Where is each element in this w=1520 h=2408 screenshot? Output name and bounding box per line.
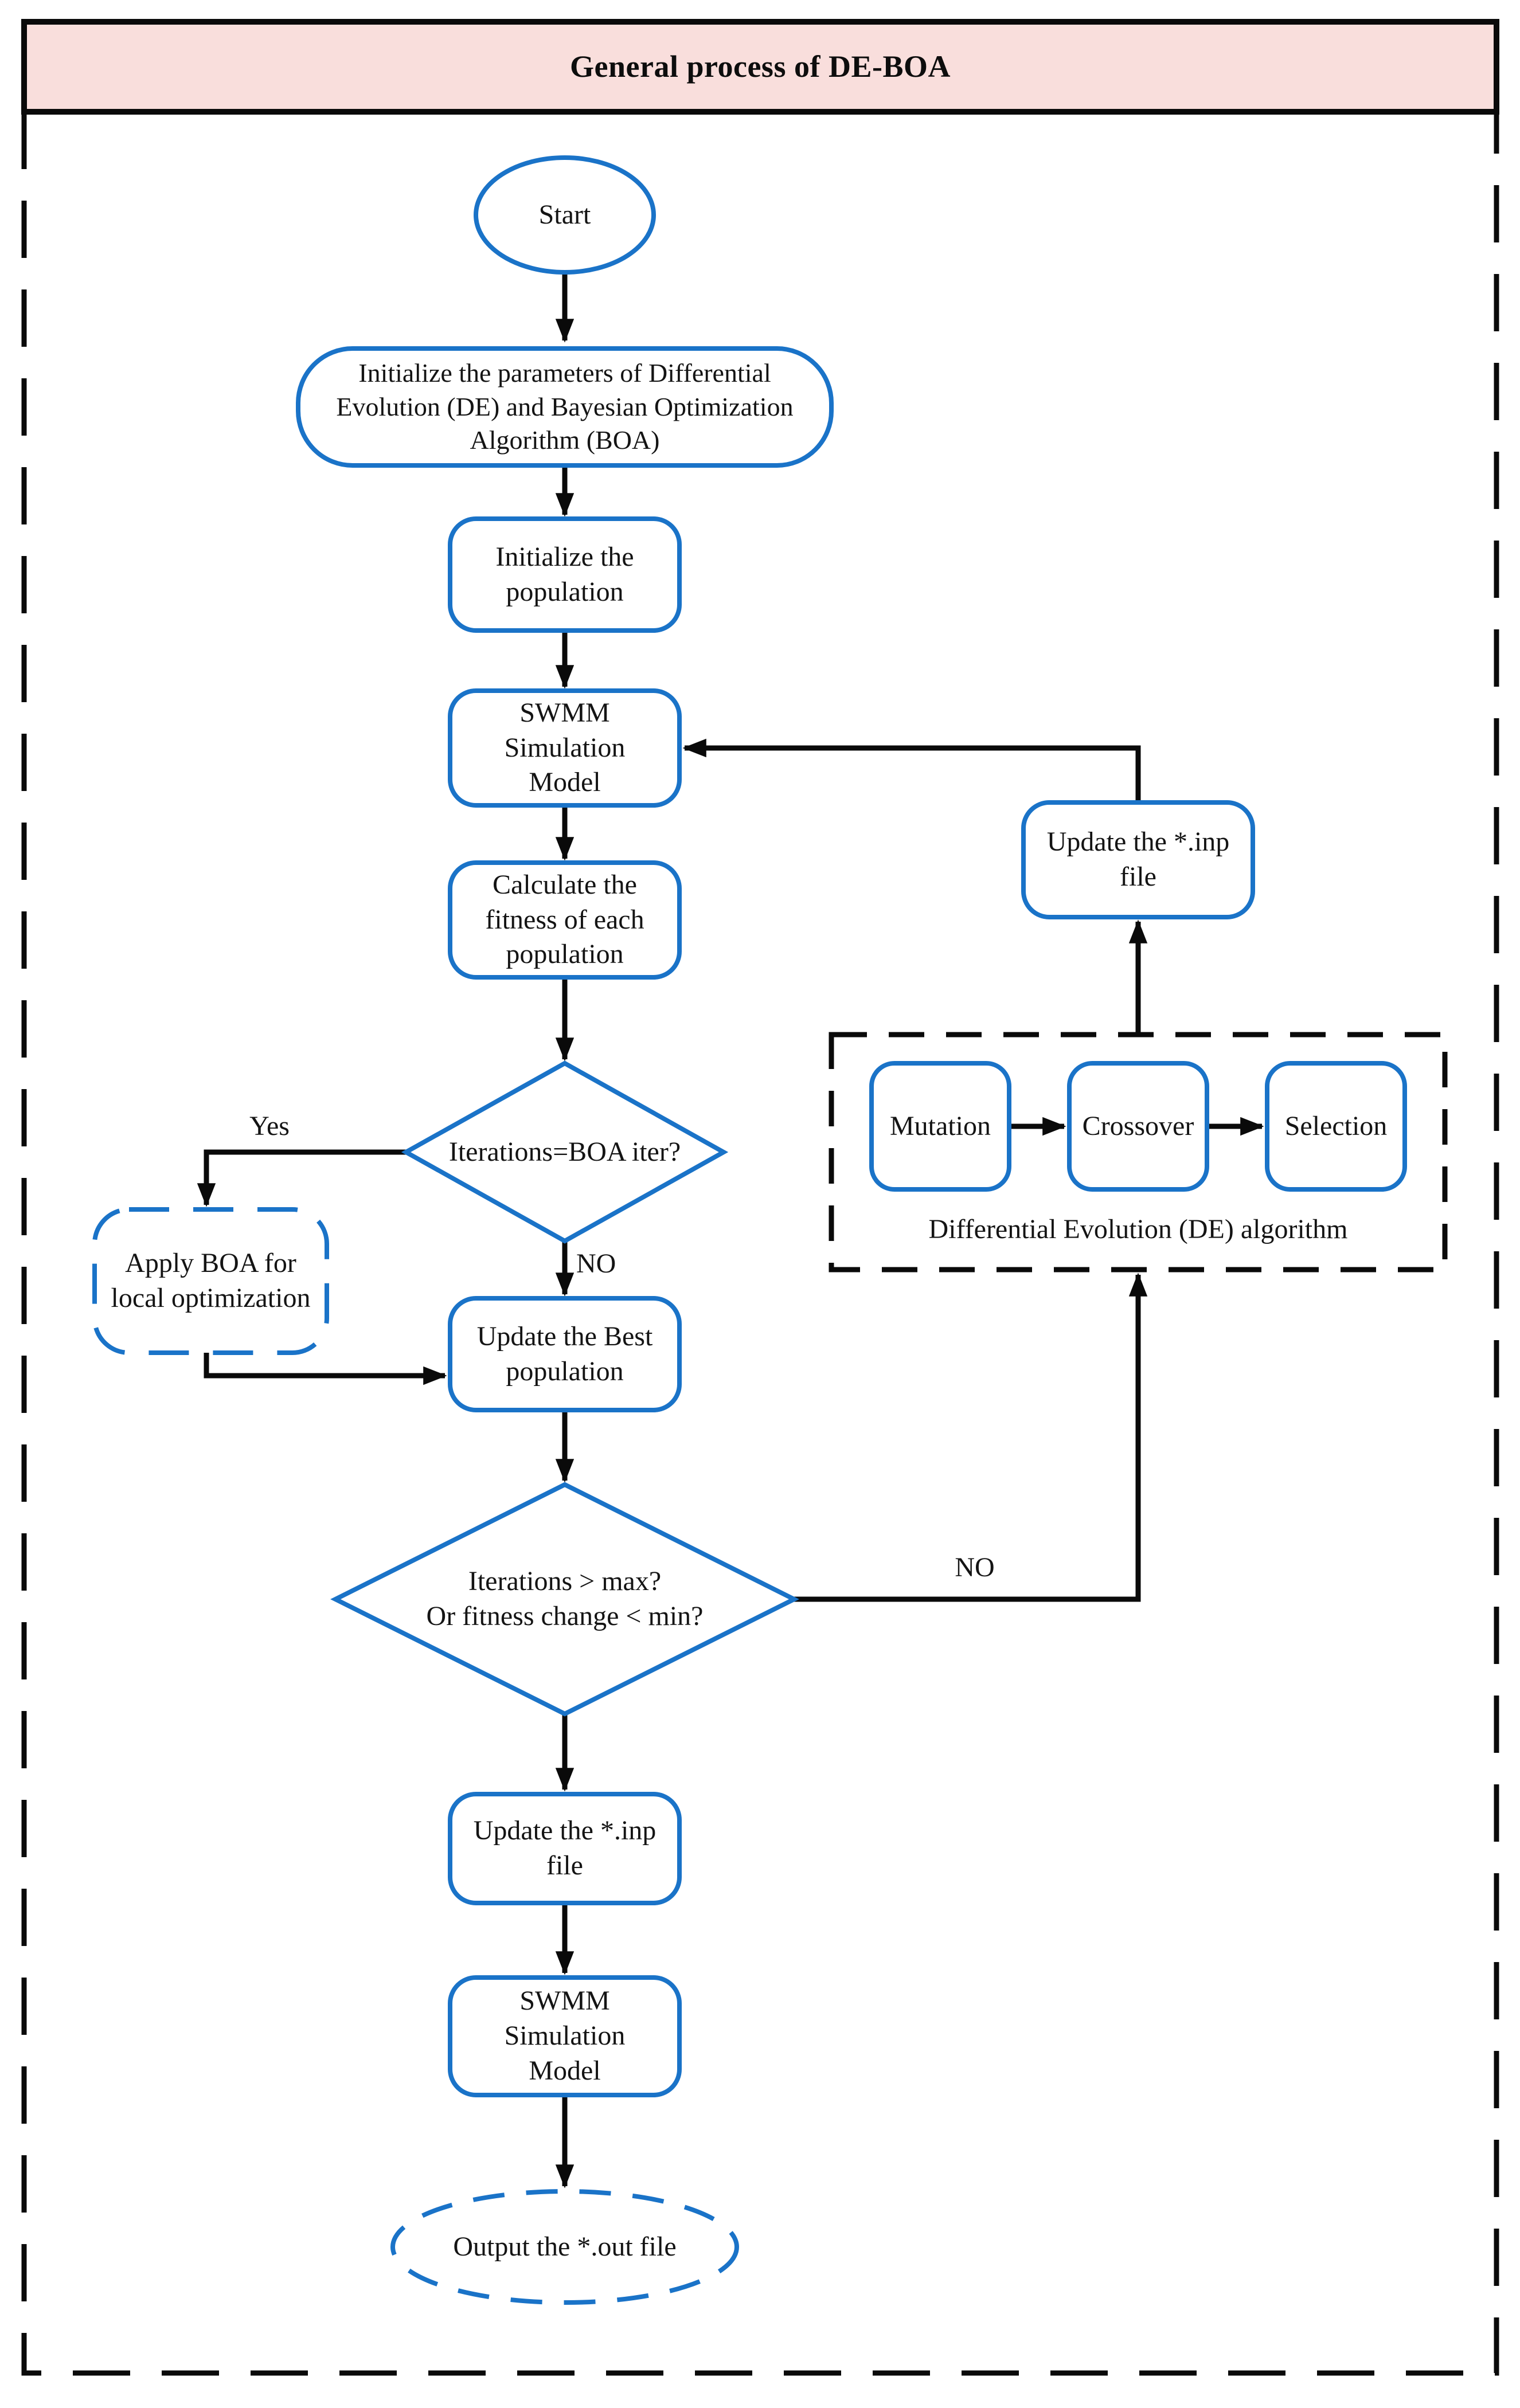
update-inp-loop-shape [1021,800,1255,919]
decision-boa-diamond [401,1060,729,1244]
swmm-model-2-label: SWMM Simulation Model [450,1978,679,2095]
update-inp-loop-line-2: file [1120,862,1156,892]
edge-apply-boa-to-update-best [204,1353,447,1385]
connector-group [197,273,1264,2188]
start-node-label: Start [538,199,591,230]
edge-decision-boa-yes [197,1149,406,1207]
de-algorithm-caption: Differential Evolution (DE) algorithm [928,1213,1348,1244]
update-inp-main-line-1: Update the *.inp [473,1815,657,1846]
start-terminator-shape [474,155,656,275]
apply-boa-line-1: Apply BOA for [125,1248,296,1279]
edge-update-inp-loop-to-swmm1 [682,738,1141,802]
swmm1-line-2: Simulation [504,732,626,763]
swmm-model-1-shape [448,688,682,808]
calc-fitness-label: Calculate the fitness of each population [450,863,679,977]
edge-label-no-boa: NO [576,1248,616,1279]
update-inp-main-line-2: file [546,1850,583,1881]
calc-line-2: fitness of each [485,904,644,935]
swmm1-line-1: SWMM [519,697,610,728]
swmm2-line-3: Model [529,2055,601,2086]
update-best-shape [448,1296,682,1412]
update-inp-loop-label: Update the *.inp file [1023,802,1253,917]
edge-label-no-stop: NO [955,1552,995,1583]
init-params-shape [296,346,834,468]
decision-stop-line-2: Or fitness change < min? [426,1601,704,1631]
crossover-label: Crossover [1082,1110,1194,1141]
apply-boa-dashed-shape [92,1207,329,1355]
update-inp-loop-line-1: Update the *.inp [1046,827,1230,858]
update-best-line-1: Update the Best [476,1321,653,1352]
init-pop-line-2: population [506,576,624,607]
edge-label-yes: Yes [249,1110,290,1141]
calc-fitness-shape [448,860,682,980]
mutation-shape [869,1061,1011,1192]
decision-stop-diamond [330,1482,799,1717]
output-dashed-ellipse [390,2189,739,2305]
output-node-label: Output the *.out file [453,2231,677,2262]
decision-boa-label: Iterations=BOA iter? [448,1136,681,1167]
update-inp-main-label: Update the *.inp file [450,1794,679,1903]
node-shape-group [92,155,1407,2305]
crossover-shape [1067,1061,1209,1192]
apply-boa-label: Apply BOA for local optimization [95,1209,327,1353]
init-params-line-3: Algorithm (BOA) [470,425,660,455]
init-params-line-1: Initialize the parameters of Differentia… [358,358,771,388]
decision-stop-label: Iterations > max? Or fitness change < mi… [361,1525,768,1674]
init-params-line-2: Evolution (DE) and Bayesian Optimization [336,391,794,421]
init-population-shape [448,516,682,633]
selection-label: Selection [1284,1110,1388,1141]
update-best-line-2: population [506,1356,624,1387]
edge-decision-stop-no-to-de [794,1272,1148,1602]
title-banner [21,19,1499,115]
update-inp-main-shape [448,1792,682,1905]
decision-stop-line-1: Iterations > max? [468,1566,662,1597]
selection-shape [1265,1061,1407,1192]
swmm1-line-3: Model [529,767,601,798]
update-best-label: Update the Best population [450,1298,679,1410]
calc-line-1: Calculate the [493,869,637,900]
swmm2-line-1: SWMM [519,1986,610,2017]
init-population-label: Initialize the population [450,519,679,631]
init-pop-line-1: Initialize the [495,541,634,572]
init-params-label: Initialize the parameters of Differentia… [298,349,831,465]
swmm-model-2-shape [448,1975,682,2097]
swmm-model-1-label: SWMM Simulation Model [450,691,679,805]
de-algorithm-container [829,1032,1448,1272]
diagram-title: General process of DE-BOA [570,49,951,84]
mutation-label: Mutation [890,1110,991,1141]
apply-boa-line-2: local optimization [111,1283,311,1313]
calc-line-3: population [506,939,624,970]
swmm2-line-2: Simulation [504,2021,626,2051]
